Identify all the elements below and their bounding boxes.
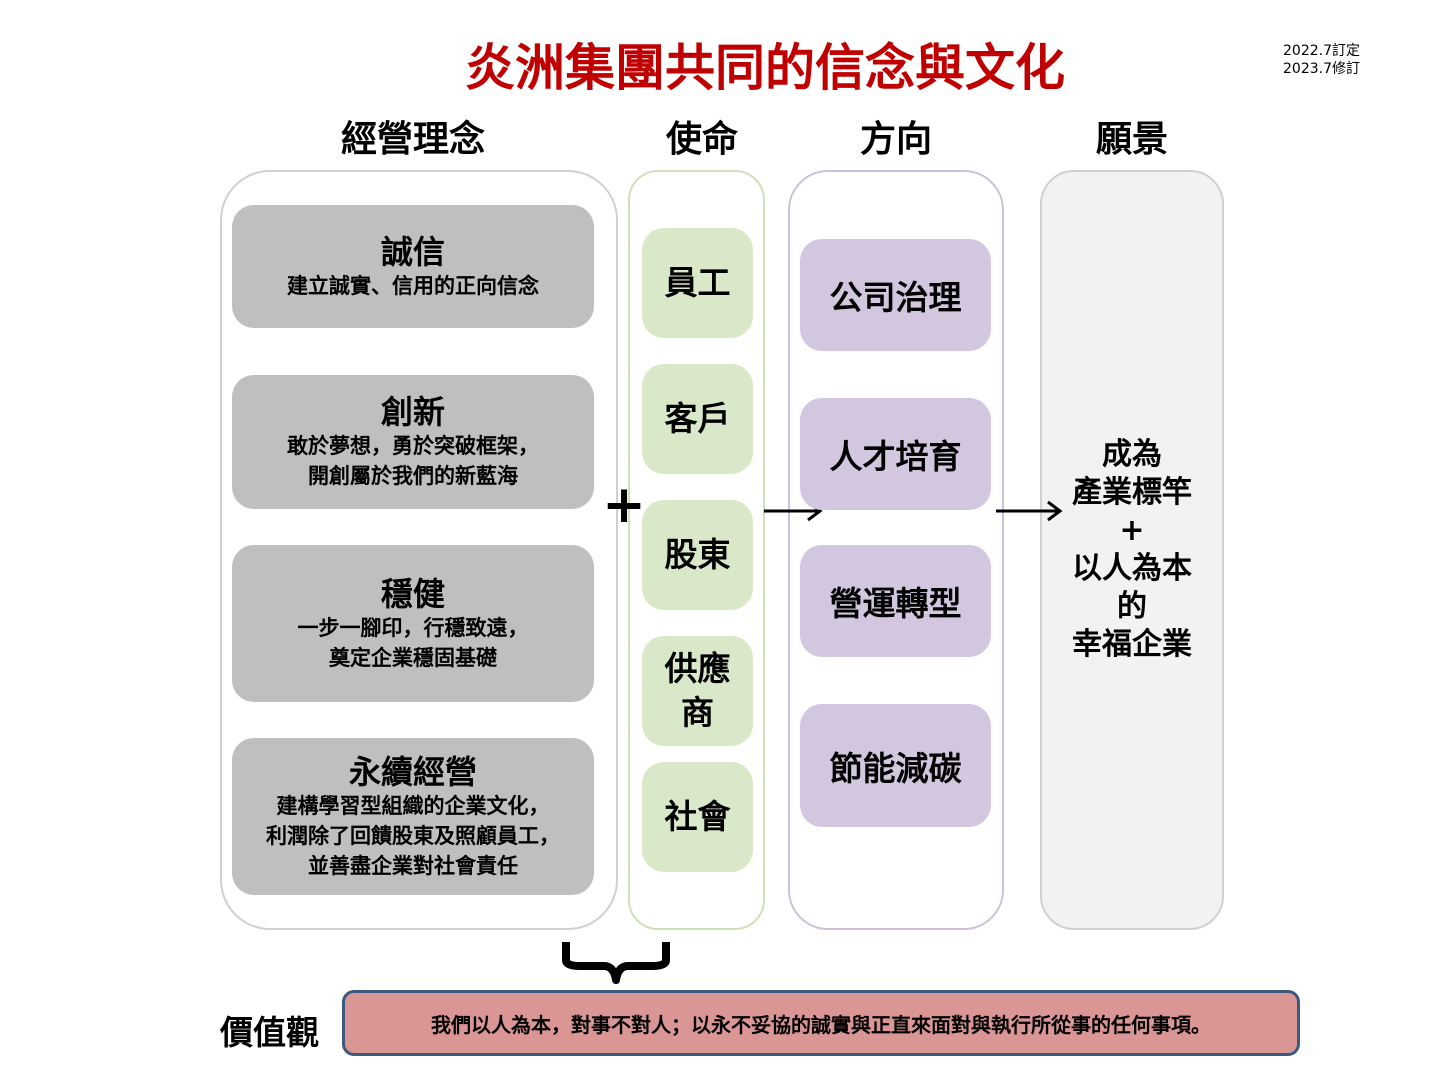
vision-text: 成為 產業標竿 + 以人為本 的 幸福企業 (1072, 437, 1192, 662)
mission-item-label: 客戶 (664, 399, 731, 438)
direction-item-talent: 人才培育 (800, 398, 991, 510)
philosophy-item-title: 誠信 (380, 232, 445, 271)
date-revised: 2023.7修訂 (1283, 61, 1360, 77)
direction-item-label: 人才培育 (829, 437, 962, 476)
philosophy-item-title: 創新 (380, 393, 445, 431)
philosophy-item-title: 永續經營 (348, 752, 477, 791)
direction-item-label: 營運轉型 (829, 584, 962, 623)
mission-item-suppliers: 供應 商 (642, 636, 753, 746)
philosophy-item-desc: 一步一腳印，行穩致遠， 奠定企業穩固基礎 (297, 615, 529, 670)
mission-item-label: 股東 (664, 535, 731, 574)
philosophy-item-desc: 建立誠實、信用的正向信念 (287, 273, 539, 298)
mission-item-label: 員工 (664, 263, 731, 302)
philosophy-item-title: 穩健 (380, 574, 445, 613)
philosophy-item-innovation: 創新 敢於夢想，勇於突破框架， 開創屬於我們的新藍海 (232, 375, 594, 509)
brace-icon (562, 942, 670, 984)
philosophy-item-desc: 敢於夢想，勇於突破框架， 開創屬於我們的新藍海 (287, 434, 539, 488)
header-vision: 願景 (1095, 119, 1168, 160)
mission-item-shareholders: 股東 (642, 500, 753, 610)
philosophy-item-stability: 穩健 一步一腳印，行穩致遠， 奠定企業穩固基礎 (232, 545, 594, 702)
header-direction: 方向 (859, 119, 932, 160)
philosophy-item-desc: 建構學習型組織的企業文化， 利潤除了回饋股東及照顧員工， 並善盡企業對社會責任 (266, 793, 560, 878)
mission-item-society: 社會 (642, 762, 753, 872)
mission-item-employees: 員工 (642, 228, 753, 338)
header-mission: 使命 (665, 119, 738, 160)
header-philosophy: 經營理念 (340, 119, 485, 160)
direction-item-governance: 公司治理 (800, 239, 991, 351)
philosophy-item-sustainability: 永續經營 建構學習型組織的企業文化， 利潤除了回饋股東及照顧員工， 並善盡企業對… (232, 738, 594, 895)
direction-item-label: 節能減碳 (829, 748, 962, 788)
mission-item-customers: 客戶 (642, 364, 753, 474)
direction-item-carbon: 節能減碳 (800, 704, 991, 827)
direction-item-label: 公司治理 (829, 278, 962, 317)
plus-sign: + (602, 475, 646, 535)
philosophy-item-integrity: 誠信 建立誠實、信用的正向信念 (232, 205, 594, 328)
direction-item-transformation: 營運轉型 (800, 545, 991, 657)
date-established: 2022.7訂定 (1283, 43, 1360, 59)
mission-item-label: 供應 商 (664, 649, 731, 732)
vision-panel (1040, 170, 1224, 930)
mission-item-label: 社會 (664, 797, 731, 836)
date-stamp: 2022.7訂定 2023.7修訂 (1283, 42, 1360, 78)
page-title: 炎洲集團共同的信念與文化 (465, 39, 1065, 97)
values-box: 我們以人為本，對事不對人；以永不妥協的誠實與正直來面對與執行所從事的任何事項。 (342, 990, 1300, 1056)
arrow-right-icon (996, 500, 1063, 522)
values-label: 價值觀 (220, 1013, 319, 1052)
values-text: 我們以人為本，對事不對人；以永不妥協的誠實與正直來面對與執行所從事的任何事項。 (431, 1012, 1211, 1037)
